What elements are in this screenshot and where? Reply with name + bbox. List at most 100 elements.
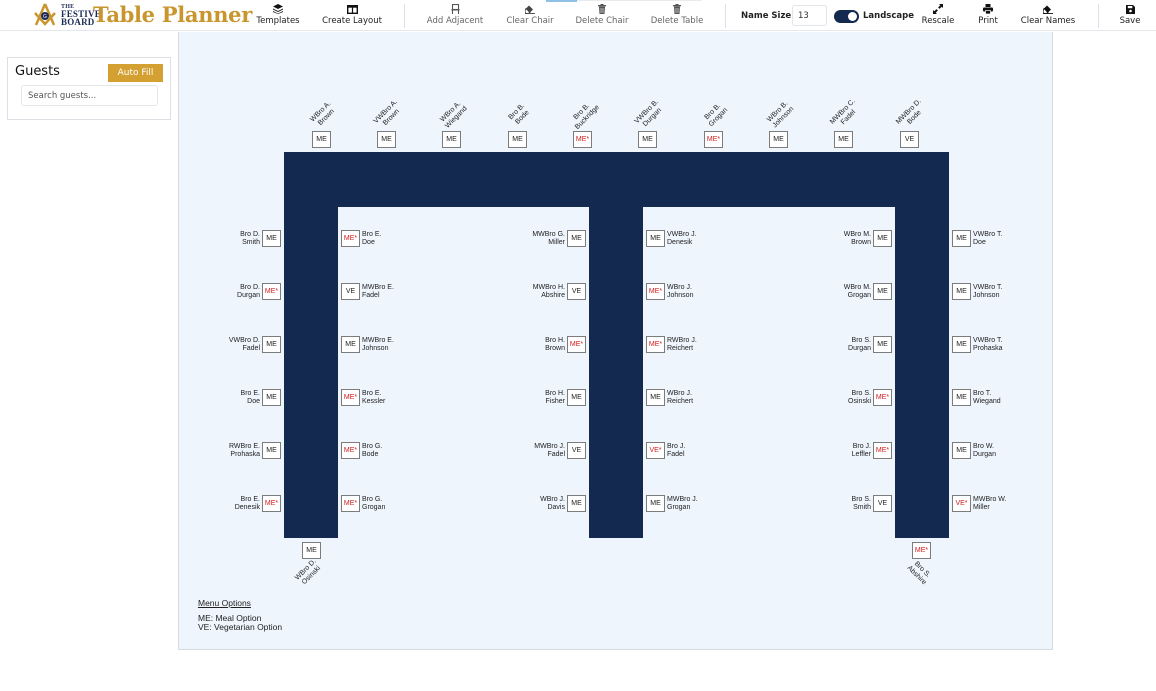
chair[interactable]: ME*	[873, 389, 892, 406]
chair[interactable]: ME	[646, 230, 665, 247]
chair[interactable]: ME	[567, 495, 586, 512]
create-layout-button[interactable]: Create Layout	[322, 3, 382, 29]
guest-name-line: Durgan	[848, 345, 871, 352]
chair[interactable]: ME	[952, 283, 971, 300]
guest-name-line: Bro S.	[851, 337, 871, 344]
chair[interactable]: VE	[341, 283, 360, 300]
chair[interactable]: ME	[646, 389, 665, 406]
chair[interactable]: ME*	[567, 336, 586, 353]
guest-name: Bro T.Wiegand	[973, 390, 1001, 406]
chair[interactable]: VE	[567, 442, 586, 459]
guest-name-line: Grogan	[667, 504, 691, 511]
chair[interactable]: ME	[952, 442, 971, 459]
chair[interactable]: VE*	[952, 495, 971, 512]
delete-chair-button[interactable]: Delete Chair	[575, 3, 629, 29]
guest-name: MWBro G.Miller	[479, 231, 565, 247]
chair[interactable]: ME	[567, 230, 586, 247]
chair[interactable]: ME*	[912, 542, 931, 559]
chair[interactable]: ME*	[704, 131, 723, 148]
guest-name-line: Osinski	[848, 398, 871, 405]
rescale-button[interactable]: Rescale	[920, 3, 956, 29]
chair[interactable]: ME*	[573, 131, 592, 148]
guest-name-line: Grogan	[847, 292, 871, 299]
compass-square-icon: G	[33, 2, 57, 28]
chair[interactable]: ME	[873, 283, 892, 300]
guest-name-line: MWBro G.	[532, 231, 565, 238]
chair[interactable]: VE*	[646, 442, 665, 459]
chair[interactable]: ME*	[873, 442, 892, 459]
chair[interactable]: ME*	[341, 230, 360, 247]
templates-button[interactable]: Templates	[256, 3, 300, 29]
chair[interactable]: ME	[262, 442, 281, 459]
chair[interactable]: ME	[341, 336, 360, 353]
print-button[interactable]: Print	[974, 3, 1002, 29]
guest-name: WBro A.Brown	[304, 95, 344, 135]
table-leg-left[interactable]	[284, 152, 338, 538]
table-leg-middle[interactable]	[589, 152, 643, 538]
chair[interactable]: ME	[262, 336, 281, 353]
guest-name-line: Doe	[362, 239, 375, 246]
add-adjacent-button[interactable]: Add Adjacent	[426, 3, 484, 29]
guest-name-line: Leffler	[851, 451, 871, 458]
guest-name-line: Davis	[547, 504, 565, 511]
chair[interactable]: ME	[508, 131, 527, 148]
guest-name-line: Doe	[247, 398, 260, 405]
chair[interactable]: ME	[873, 336, 892, 353]
chair[interactable]: ME	[302, 542, 321, 559]
chair[interactable]: VE	[567, 283, 586, 300]
guest-name-line: Bro H.	[545, 337, 565, 344]
guest-name-line: VWBro J.	[667, 231, 697, 238]
chair[interactable]: ME	[442, 131, 461, 148]
chair[interactable]: ME*	[262, 495, 281, 512]
chair[interactable]: ME	[646, 495, 665, 512]
chair[interactable]: ME*	[646, 336, 665, 353]
guest-name: Bro B.Buckridge	[565, 95, 605, 135]
guest-name-line: Denesik	[234, 504, 260, 511]
guest-name-line: Grogan	[362, 504, 386, 511]
guest-name-line: Johnson	[973, 292, 1000, 299]
guest-name: Bro G.Grogan	[362, 496, 385, 512]
guest-name: VWBro T.Prohaska	[973, 337, 1003, 353]
name-size-input[interactable]	[792, 5, 827, 26]
chair[interactable]: ME	[834, 131, 853, 148]
chair[interactable]: ME	[312, 131, 331, 148]
chair[interactable]: ME	[769, 131, 788, 148]
chair[interactable]: ME*	[646, 283, 665, 300]
chair[interactable]: ME	[952, 336, 971, 353]
chair[interactable]: ME	[873, 230, 892, 247]
guest-name-line: Fadel	[667, 451, 685, 458]
chair[interactable]: ME	[262, 389, 281, 406]
clear-names-button[interactable]: Clear Names	[1020, 3, 1076, 29]
chair[interactable]: VE	[873, 495, 892, 512]
delete-table-button[interactable]: Delete Table	[650, 3, 704, 29]
clear-chair-button[interactable]: Clear Chair	[506, 3, 554, 29]
guest-name-line: Durgan	[973, 451, 996, 458]
chair[interactable]: VE	[900, 131, 919, 148]
table-leg-right[interactable]	[895, 152, 949, 538]
guest-name-line: Bro D.	[240, 231, 260, 238]
guest-name-line: VWBro T.	[973, 337, 1003, 344]
landscape-toggle[interactable]	[834, 10, 859, 23]
guest-name: Bro S.Osinski	[779, 390, 871, 406]
guest-name-line: WBro J.	[667, 284, 692, 291]
guest-name-line: Bro W.	[973, 443, 995, 450]
guest-search-input[interactable]	[21, 85, 158, 106]
chair[interactable]: ME	[952, 230, 971, 247]
guest-name: RWBro E.Prohaska	[199, 443, 260, 459]
chair[interactable]: ME	[952, 389, 971, 406]
guest-name-line: Prohaska	[973, 345, 1003, 352]
chair[interactable]: ME	[262, 230, 281, 247]
chair[interactable]: ME*	[341, 389, 360, 406]
chair[interactable]: ME*	[341, 442, 360, 459]
chair[interactable]: ME	[638, 131, 657, 148]
guest-name-line: Doe	[973, 239, 986, 246]
chair[interactable]: ME	[567, 389, 586, 406]
chair[interactable]: ME	[377, 131, 396, 148]
chair-icon	[451, 3, 460, 15]
guest-name: Bro S.Durgan	[779, 337, 871, 353]
auto-fill-button[interactable]: Auto Fill	[108, 64, 163, 82]
chair[interactable]: ME*	[341, 495, 360, 512]
save-button[interactable]: Save	[1118, 3, 1142, 29]
chair[interactable]: ME*	[262, 283, 281, 300]
